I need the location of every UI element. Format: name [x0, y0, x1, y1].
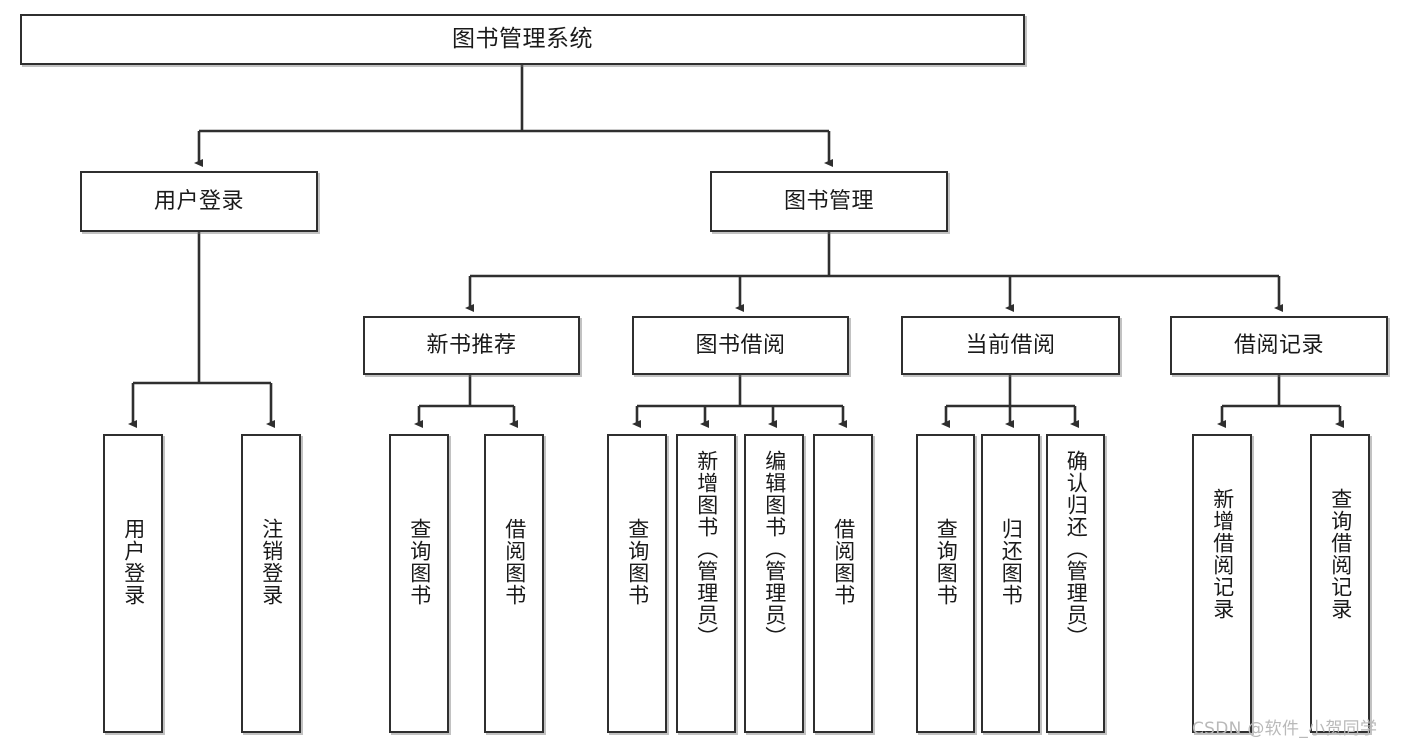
leaf-query-borrow-record[interactable]: 查询借阅记录	[1310, 434, 1370, 733]
node-label: 新书推荐	[426, 332, 517, 358]
node-label: 图书管理系统	[452, 25, 593, 52]
node-new-book-recommend[interactable]: 新书推荐	[363, 316, 580, 375]
node-book-management[interactable]: 图书管理	[710, 171, 948, 232]
node-label: 借阅图书	[831, 518, 856, 606]
node-borrow-record[interactable]: 借阅记录	[1170, 316, 1388, 375]
node-root-book-management-system[interactable]: 图书管理系统	[20, 14, 1025, 65]
node-label: 新增图书（管理员）	[694, 450, 719, 648]
node-label: 借阅记录	[1233, 332, 1324, 358]
node-label: 查询图书	[625, 518, 650, 606]
node-user-login[interactable]: 用户登录	[80, 171, 318, 232]
leaf-query-book-recommend[interactable]: 查询图书	[389, 434, 449, 733]
leaf-add-book-admin[interactable]: 新增图书（管理员）	[676, 434, 736, 733]
node-label: 归还图书	[999, 518, 1024, 606]
node-label: 图书借阅	[695, 332, 786, 358]
watermark: CSDN @软件_小贺同学	[1192, 719, 1378, 739]
node-label: 编辑图书（管理员）	[762, 450, 787, 648]
node-label: 新增借阅记录	[1210, 488, 1235, 620]
leaf-borrow-book[interactable]: 借阅图书	[813, 434, 873, 733]
leaf-user-login[interactable]: 用户登录	[103, 434, 163, 733]
leaf-query-book-current[interactable]: 查询图书	[916, 434, 975, 733]
leaf-edit-book-admin[interactable]: 编辑图书（管理员）	[744, 434, 804, 733]
node-label: 用户登录	[153, 188, 244, 214]
leaf-borrow-book-recommend[interactable]: 借阅图书	[484, 434, 544, 733]
leaf-return-book[interactable]: 归还图书	[981, 434, 1040, 733]
node-book-borrow[interactable]: 图书借阅	[632, 316, 849, 375]
node-label: 查询图书	[407, 518, 432, 606]
leaf-query-book-borrow[interactable]: 查询图书	[607, 434, 667, 733]
node-label: 用户登录	[121, 518, 146, 606]
leaf-confirm-return-admin[interactable]: 确认归还（管理员）	[1046, 434, 1105, 733]
node-label: 当前借阅	[965, 332, 1056, 358]
leaf-user-logout[interactable]: 注销登录	[241, 434, 301, 733]
node-label: 查询借阅记录	[1328, 488, 1353, 620]
node-label: 查询图书	[934, 518, 959, 606]
node-label: 注销登录	[259, 518, 284, 606]
node-label: 图书管理	[783, 188, 874, 214]
node-label: 借阅图书	[502, 518, 527, 606]
leaf-add-borrow-record[interactable]: 新增借阅记录	[1192, 434, 1252, 733]
node-current-borrow[interactable]: 当前借阅	[901, 316, 1120, 375]
node-label: 确认归还（管理员）	[1064, 450, 1089, 648]
